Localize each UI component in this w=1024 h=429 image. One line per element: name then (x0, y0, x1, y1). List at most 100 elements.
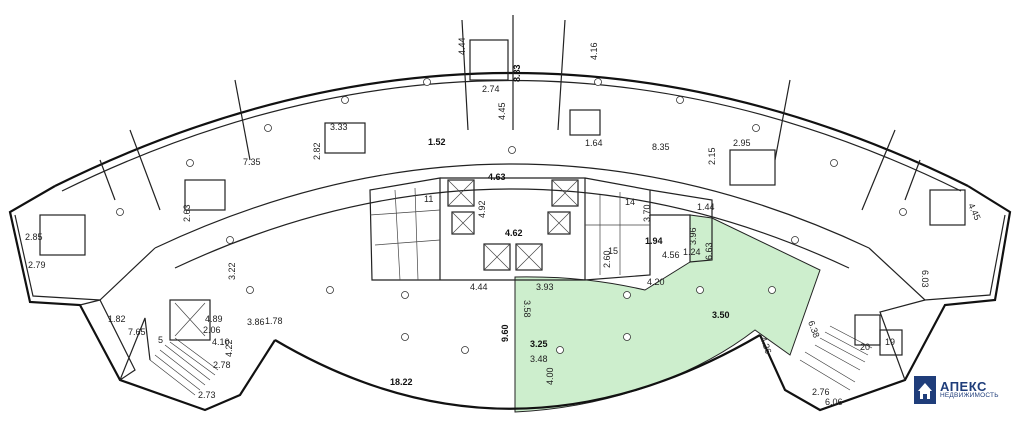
dimension-label: 4.16 (589, 42, 599, 60)
dimension-label: 1.52 (428, 137, 446, 147)
stair-left (149, 337, 219, 396)
right-wing-inner (868, 214, 1006, 301)
outer-arc-wall-inner (61, 79, 962, 192)
dimension-label: 19 (885, 337, 895, 347)
column (264, 124, 272, 132)
column (508, 146, 516, 154)
column (830, 159, 838, 167)
left-entrance (79, 299, 151, 381)
dimension-label: 4.44 (470, 282, 488, 292)
dimension-label: 4.56 (662, 250, 680, 260)
column (623, 291, 631, 299)
dimension-label: 3.58 (522, 300, 532, 318)
dimension-label: 1.24 (683, 247, 701, 257)
column (326, 286, 334, 294)
logo-tagline: НЕДВИЖИМОСТЬ (940, 392, 999, 400)
dimension-label: 15 (608, 246, 618, 256)
dimension-label: 4.22 (224, 339, 234, 357)
left-wing-inner (14, 214, 156, 301)
elevator-shaft (547, 211, 571, 235)
dimension-label: 20 (860, 342, 870, 352)
dimension-label: 5 (158, 335, 163, 345)
dimension-label: 11 (424, 194, 433, 204)
column (752, 124, 760, 132)
dimension-label: 4.62 (505, 228, 523, 238)
right-entrance (879, 299, 926, 381)
dimension-label: 3.96 (688, 227, 698, 245)
column (116, 208, 124, 216)
room-small (879, 329, 903, 356)
elevator-shaft (515, 243, 543, 271)
dimension-label: 6.03 (920, 270, 930, 288)
column (768, 286, 776, 294)
room-small (324, 122, 366, 154)
dimension-label: 2.85 (25, 232, 43, 242)
dimension-label: 2.74 (482, 84, 500, 94)
column (623, 333, 631, 341)
elevator-x (451, 211, 475, 235)
column (791, 236, 799, 244)
dimension-label: 4.45 (497, 102, 507, 120)
dimension-label: 4.10 (212, 337, 230, 347)
dimension-label: 3.86 (247, 317, 265, 327)
room-small (39, 214, 86, 256)
elevator-x (447, 179, 475, 207)
stair-right (799, 325, 873, 391)
dimension-label: 2.73 (198, 390, 216, 400)
right-core-rooms (649, 189, 713, 263)
partition-walls (99, 15, 921, 211)
column (676, 96, 684, 104)
dimension-label: 18.22 (390, 377, 413, 387)
room-small (184, 179, 226, 211)
dimension-label: 4.44 (457, 37, 467, 55)
dimension-label: 3.70 (642, 204, 652, 222)
dimension-label: 4.92 (477, 200, 487, 218)
column (556, 346, 564, 354)
column (401, 291, 409, 299)
room-small (854, 314, 881, 346)
dimension-label: 7.35 (243, 157, 261, 167)
column (696, 286, 704, 294)
dimension-label: 3.50 (712, 310, 730, 320)
dimension-label: 7.65 (128, 327, 146, 337)
dimension-label: 4.89 (205, 314, 223, 324)
elevator-x (547, 211, 571, 235)
dimension-label: 2.79 (28, 260, 46, 270)
highlighted-office-area[interactable] (514, 214, 821, 413)
dimension-label: 8.83 (512, 64, 522, 82)
elevator-shaft (483, 243, 511, 271)
dimension-label: 1.44 (697, 202, 715, 212)
column (186, 159, 194, 167)
dimension-label: 3.22 (227, 262, 237, 280)
dimension-label: 1.64 (585, 138, 603, 148)
column (461, 346, 469, 354)
column (899, 208, 907, 216)
elevator-shaft (451, 211, 475, 235)
dimension-label: 3.48 (530, 354, 548, 364)
dimension-label: 1.78 (265, 316, 283, 326)
dimension-label: 2.82 (312, 142, 322, 160)
column (423, 78, 431, 86)
dimension-label: 6.63 (704, 242, 714, 260)
corridor-inner-arc (174, 188, 850, 269)
room-small (469, 39, 509, 81)
dimension-label: 2.76 (812, 387, 830, 397)
dimension-label: 9.60 (500, 324, 510, 342)
dimension-label: 2.63 (182, 204, 192, 222)
dimension-label: 6.38 (806, 319, 821, 339)
room-small (729, 149, 776, 186)
core-inner-walls (369, 187, 650, 281)
room-small (569, 109, 601, 136)
dimension-label: 3.33 (330, 122, 348, 132)
elevator-x (515, 243, 543, 271)
dimension-label: 3.25 (530, 339, 548, 349)
column (401, 333, 409, 341)
dimension-label: 2.06 (203, 325, 221, 335)
corridor-outer-arc (154, 163, 870, 249)
right-wing-walls (758, 185, 1012, 412)
column (226, 236, 234, 244)
stair-core-left (169, 299, 211, 341)
dimension-label: 1.82 (108, 314, 126, 324)
dimension-label: 6.06 (825, 397, 843, 407)
